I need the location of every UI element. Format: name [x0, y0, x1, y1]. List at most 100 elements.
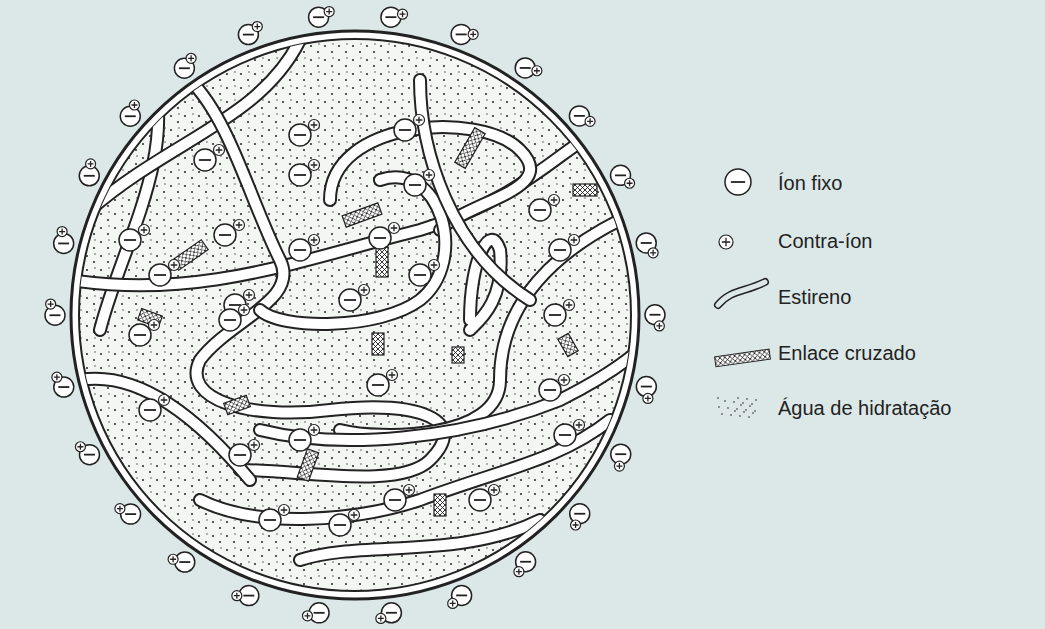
minus-sign: [520, 561, 531, 563]
counter-ion: [349, 510, 360, 521]
counter-ion: [654, 321, 664, 331]
plus-sign: [234, 593, 240, 599]
counter-ion: [559, 375, 570, 386]
fixed-ion: [139, 399, 161, 421]
minus-sign: [179, 67, 190, 69]
legend-water-dot: [749, 405, 751, 407]
fixed-ion: [529, 199, 551, 221]
minus-sign: [615, 174, 626, 176]
legend-water-dot: [727, 407, 729, 409]
plus-sign: [351, 512, 358, 519]
plus-sign: [254, 24, 260, 30]
legend-label: Íon fixo: [778, 172, 842, 194]
fixed-ion: [119, 229, 141, 251]
minus-sign: [224, 319, 236, 321]
plus-sign: [77, 444, 83, 450]
counter-ion: [359, 285, 370, 296]
minus-sign: [243, 34, 254, 36]
styrene-chain-outline: [420, 80, 530, 300]
plus-sign: [236, 222, 243, 229]
fixed-ion: [554, 424, 576, 446]
counter-ion: [398, 9, 408, 19]
minus-sign: [389, 499, 401, 501]
styrene-chain-outline: [190, 80, 444, 477]
fixed-ion: [289, 429, 311, 451]
minus-sign: [58, 386, 69, 388]
plus-sign: [326, 9, 332, 15]
minus-sign: [229, 304, 241, 306]
counter-ion: [719, 235, 733, 249]
minus-sign: [456, 34, 467, 36]
legend-water-dot: [754, 410, 756, 412]
plus-sign: [311, 427, 318, 434]
fixed-ion: [219, 309, 241, 331]
plus-sign: [241, 307, 248, 314]
plus-sign: [141, 227, 148, 234]
minus-sign: [385, 16, 396, 18]
counter-ion: [309, 235, 320, 246]
minus-sign: [84, 454, 95, 456]
cross-link: [434, 494, 446, 516]
counter-ion: [309, 120, 320, 131]
legend-water-dot: [737, 397, 739, 399]
plus-sign: [188, 55, 194, 61]
cross-link: [224, 395, 251, 414]
fixed-ion: [289, 239, 311, 261]
minus-sign: [314, 612, 325, 614]
minus-sign: [374, 237, 386, 239]
minus-sign: [199, 159, 211, 161]
fixed-ion: [394, 119, 416, 141]
fixed-ion: [549, 239, 571, 261]
counter-ion: [532, 66, 542, 76]
minus-sign: [574, 513, 585, 515]
legend-label: Enlace cruzado: [778, 342, 916, 364]
minus-sign: [219, 234, 231, 236]
minus-sign: [134, 334, 146, 336]
counter-ion: [468, 29, 478, 39]
fixed-ion: [384, 489, 406, 511]
legend-water-dot: [755, 399, 757, 401]
fixed-ion: [725, 169, 751, 195]
counter-ion: [129, 100, 139, 110]
plus-sign: [431, 262, 438, 269]
minus-sign: [534, 209, 546, 211]
legend-water-dot: [743, 411, 745, 413]
styrene-chain: [260, 177, 445, 324]
counter-ion: [448, 598, 458, 608]
styrene-chain-outline: [90, 40, 300, 210]
counter-ion: [75, 442, 85, 452]
legend-label: Água de hidratação: [778, 397, 951, 419]
plus-sign: [656, 323, 662, 329]
cross-link: [376, 247, 388, 277]
counter-ion: [614, 461, 624, 471]
plus-sign: [304, 613, 310, 619]
styrene-chain: [420, 80, 530, 300]
minus-sign: [409, 184, 421, 186]
counter-ion: [404, 485, 415, 496]
counter-ion: [424, 170, 435, 181]
minus-sign: [334, 524, 346, 526]
counter-ion: [514, 567, 524, 577]
minus-sign: [124, 239, 136, 241]
plus-sign: [566, 302, 573, 309]
counter-ion: [168, 554, 178, 564]
counter-ion: [234, 220, 245, 231]
legend-styrene: [718, 282, 765, 305]
minus-sign: [294, 439, 306, 441]
cross-link: [452, 347, 464, 363]
legend-styrene-outline: [718, 282, 765, 305]
fixed-ion: [369, 227, 391, 249]
fixed-ion: [409, 264, 431, 286]
legend-water-dot: [730, 414, 732, 416]
plus-sign: [516, 569, 522, 575]
plus-sign: [171, 262, 178, 269]
plus-sign: [311, 162, 318, 169]
counter-ion: [643, 393, 653, 403]
fixed-ion: [544, 304, 566, 326]
plus-sign: [645, 395, 651, 401]
legend-water-dot: [751, 403, 753, 405]
minus-sign: [234, 454, 246, 456]
styrene-chain-outline: [200, 420, 610, 519]
cross-links: [138, 128, 597, 516]
legend-water-dot: [734, 410, 736, 412]
